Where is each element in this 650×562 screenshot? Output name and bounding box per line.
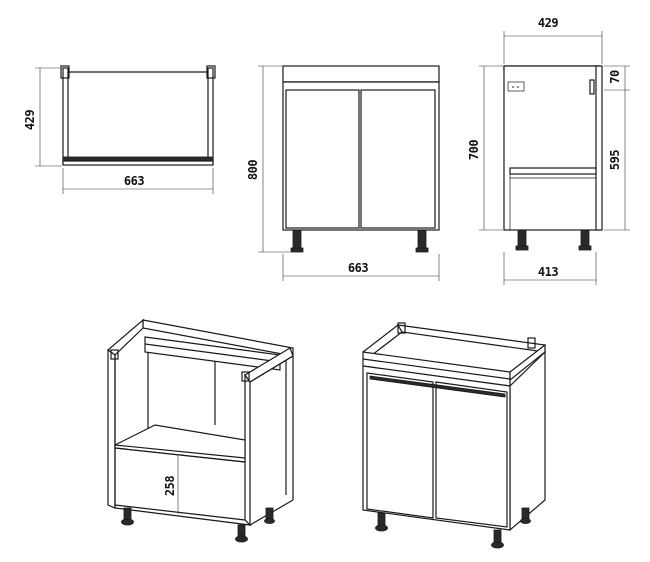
front-view: 800 663 [246, 65, 440, 281]
side-view-inner-height-label: 595 [608, 150, 622, 170]
side-view: 429 700 70 595 413 [467, 16, 630, 285]
top-view-depth-label: 429 [23, 110, 37, 130]
open-cabinet-isometric: 258 [107, 318, 294, 543]
front-view-width-label: 663 [348, 261, 368, 275]
side-view-depth-top-label: 429 [538, 16, 558, 30]
side-view-height-label: 700 [467, 140, 481, 160]
side-view-depth-bottom-label: 413 [538, 265, 558, 279]
open-view-shelf-height-label: 258 [163, 476, 177, 496]
top-view-width-label: 663 [124, 174, 144, 188]
closed-cabinet-isometric [362, 322, 546, 549]
side-view-rail-label: 70 [608, 70, 622, 84]
top-view: 429 663 [23, 65, 216, 194]
front-view-height-label: 800 [246, 160, 260, 180]
